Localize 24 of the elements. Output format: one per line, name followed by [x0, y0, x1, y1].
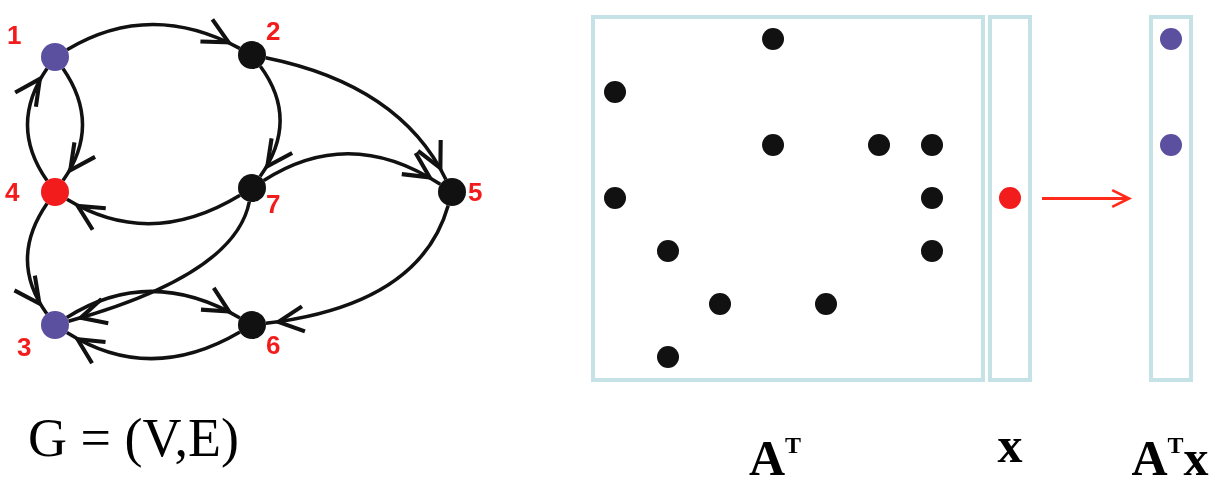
- arrow: [61, 67, 97, 182]
- arrow: [265, 204, 450, 333]
- vertex-number: 1: [7, 22, 22, 48]
- arrow: [265, 56, 448, 181]
- vertex-number: 3: [17, 334, 32, 360]
- arrow: [14, 67, 49, 182]
- vertex-number: 2: [266, 18, 281, 44]
- arrow: [68, 201, 251, 325]
- vertex-number: 5: [468, 179, 483, 205]
- graph-definition: G = (V,E): [28, 410, 239, 466]
- vertex-number: 6: [266, 332, 281, 358]
- vertex-number: 4: [5, 179, 20, 205]
- arrow: [65, 330, 241, 365]
- matrix-label: A$^{T}$x: [1131, 429, 1209, 483]
- arrow: [66, 193, 241, 231]
- arrow: [262, 151, 442, 186]
- arrow: [66, 18, 241, 52]
- arrow: [65, 286, 241, 320]
- arrow: [13, 202, 49, 315]
- matrix-label: x: [997, 420, 1023, 470]
- arrow: [1042, 188, 1131, 209]
- matrix-label: A$^{T}$: [748, 429, 802, 483]
- vertex-number: 7: [266, 191, 281, 217]
- arrow: [258, 65, 294, 178]
